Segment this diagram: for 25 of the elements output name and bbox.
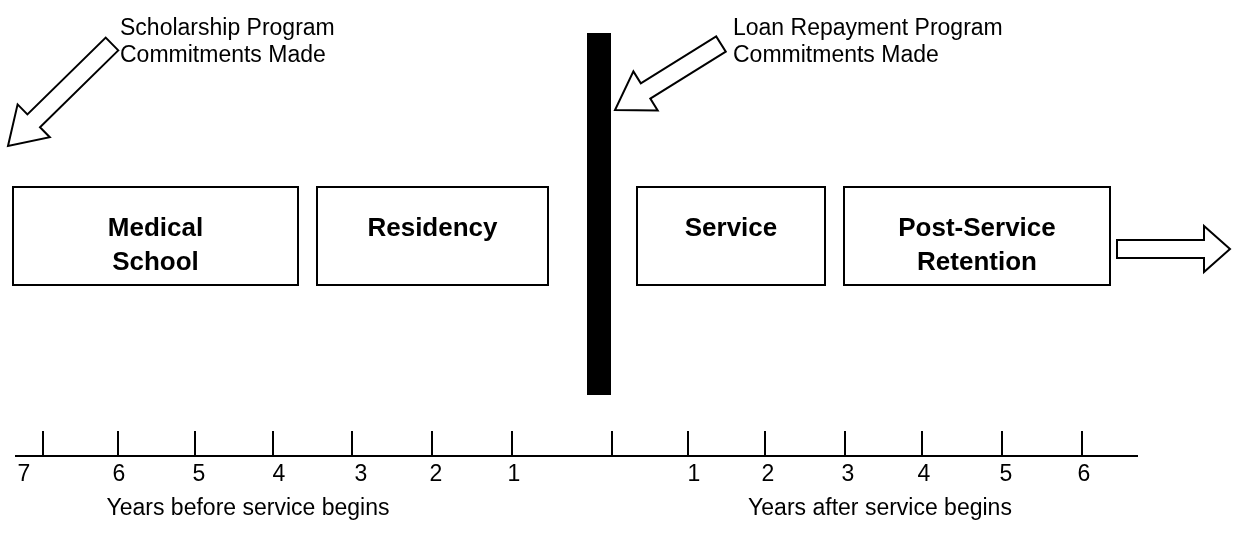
tick-label: 1 — [507, 460, 521, 486]
block-arrow — [6, 36, 120, 148]
block-arrow — [1116, 223, 1232, 275]
tick-label: 1 — [687, 460, 701, 486]
annotation-text: Loan Repayment Program Commitments Made — [733, 14, 1053, 68]
tick-label: 5 — [999, 460, 1013, 486]
stage-box: Service — [636, 186, 826, 286]
stage-box: Residency — [316, 186, 549, 286]
block-arrow — [613, 35, 728, 112]
axis-caption: Years after service begins — [748, 494, 1012, 520]
tick-label: 6 — [1077, 460, 1091, 486]
axis-caption: Years before service begins — [106, 494, 390, 520]
divider-bar — [587, 33, 611, 395]
stage-box: Post-Service Retention — [843, 186, 1111, 286]
tick-label: 6 — [112, 460, 126, 486]
tick-label: 4 — [917, 460, 931, 486]
annotation-text: Scholarship Program Commitments Made — [120, 14, 440, 68]
tick-label: 2 — [429, 460, 443, 486]
tick-label: 3 — [841, 460, 855, 486]
tick-label: 5 — [192, 460, 206, 486]
stage-box: Medical School — [12, 186, 299, 286]
tick-label: 2 — [761, 460, 775, 486]
tick-label: 3 — [354, 460, 368, 486]
tick-label: 7 — [17, 460, 31, 486]
tick-label: 4 — [272, 460, 286, 486]
